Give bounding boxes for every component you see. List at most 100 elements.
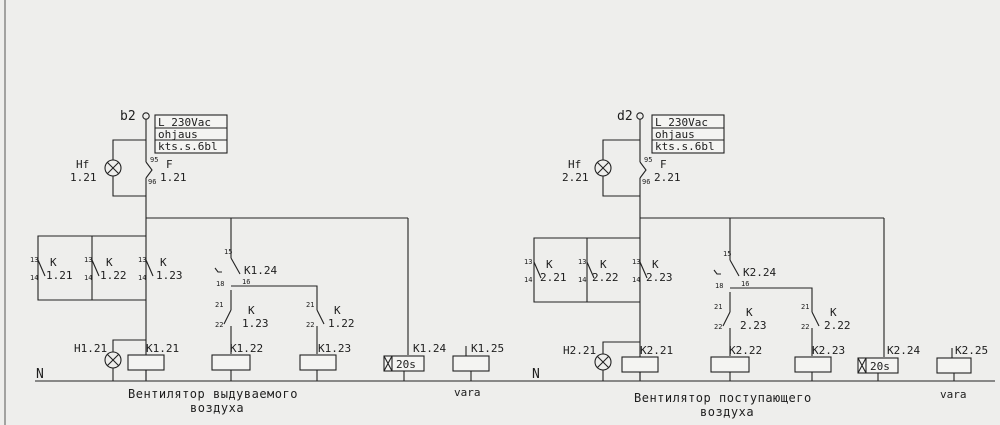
left-timer-coil-label: K1.24 (413, 342, 446, 355)
left-info-line-1: L 230Vac (158, 116, 211, 129)
right-fuse-pin-95: 95 (644, 156, 652, 164)
left-c2-id: 1.22 (100, 269, 127, 282)
left-c1-id: 1.21 (46, 269, 73, 282)
right-coil-3 (794, 356, 832, 373)
left-fuse-pin-95: 95 (150, 156, 158, 164)
left-h-wire-top (112, 339, 146, 352)
left-fuse-symbol (145, 161, 153, 179)
left-fuse-id: 1.21 (160, 171, 187, 184)
left-il1-icon (223, 309, 232, 325)
right-contact-3-icon (639, 261, 648, 279)
right-spare-text: vara (940, 388, 967, 401)
right-caption-line-2: воздуха (700, 405, 754, 419)
left-il1-k: K (248, 304, 255, 317)
left-hf-id: 1.21 (70, 171, 97, 184)
left-timer-delay-icon (214, 267, 222, 273)
right-spare-label: K2.25 (955, 344, 988, 357)
left-il2-id: 1.22 (328, 317, 355, 330)
left-tc-p2: 16 (242, 278, 250, 286)
left-c2-p2: 14 (84, 274, 92, 282)
right-info-line-3: kts.s.6bl (655, 140, 715, 153)
right-h-wire-top (602, 341, 640, 354)
left-hf-name: Hf (76, 158, 89, 171)
right-c1-p1: 13 (524, 258, 532, 266)
right-tc-id: K2.24 (743, 266, 776, 279)
right-caption-line-1: Вентилятор поступающего (634, 391, 812, 405)
right-hf-id: 2.21 (562, 171, 589, 184)
left-fuse-pin-96: 96 (148, 178, 156, 186)
right-spare-coil (936, 357, 972, 374)
left-c3-k: K (160, 256, 167, 269)
right-tc-p1: 15 (723, 250, 731, 258)
right-c1-p2: 14 (524, 276, 532, 284)
left-hf-wire-bottom (112, 176, 146, 197)
left-c3-id: 1.23 (156, 269, 183, 282)
left-c1-p2: 14 (30, 274, 38, 282)
left-il2-k: K (334, 304, 341, 317)
left-caption-line-2: воздуха (190, 401, 244, 415)
right-il2-p1: 21 (801, 303, 809, 311)
left-tc-id: K1.24 (244, 264, 277, 277)
right-fuse-name: F (660, 158, 667, 171)
neutral-label-left: N (36, 367, 44, 382)
right-fuse-id: 2.21 (654, 171, 681, 184)
right-hf-name: Hf (568, 158, 581, 171)
right-circuit: d2 L 230Vac ohjaus kts.s.6bl 95 96 F 2.2… (524, 109, 988, 419)
left-tc-p3: 18 (216, 280, 224, 288)
left-spare-coil (452, 355, 490, 372)
right-c2-p1: 13 (578, 258, 586, 266)
left-coil-3-label: K1.23 (318, 342, 351, 355)
right-coil-3-label: K2.23 (812, 344, 845, 357)
right-il1-p2: 22 (714, 323, 722, 331)
left-coil-1-label: K1.21 (146, 342, 179, 355)
left-il2-p2: 22 (306, 321, 314, 329)
left-c1-p1: 13 (30, 256, 38, 264)
left-il2-p1: 21 (306, 301, 314, 309)
left-spare-label: K1.25 (471, 342, 504, 355)
right-timer-coil (857, 357, 899, 374)
right-tc-p3: 18 (715, 282, 723, 290)
left-c1-k: K (50, 256, 57, 269)
right-c2-p2: 14 (578, 276, 586, 284)
left-contact-3-icon (145, 259, 154, 277)
left-tc-p1: 15 (224, 248, 232, 256)
right-c3-id: 2.23 (646, 271, 673, 284)
right-hf-wire-bottom (602, 176, 640, 197)
left-il1-p2: 22 (215, 321, 223, 329)
right-fuse-pin-96: 96 (642, 178, 650, 186)
right-coil-2 (710, 356, 750, 373)
right-hf-wire-top (602, 139, 640, 160)
right-timer-contact-icon (729, 259, 740, 277)
right-il2-p2: 22 (801, 323, 809, 331)
left-supply-id: b2 (120, 109, 136, 124)
right-timer-value: 20s (870, 360, 890, 373)
right-supply-id: d2 (617, 109, 633, 124)
right-coil-2-label: K2.22 (729, 344, 762, 357)
right-timer-coil-label: K2.24 (887, 344, 920, 357)
right-h-lamp-id: H2.21 (563, 344, 596, 357)
left-fuse-name: F (166, 158, 173, 171)
right-c2-k: K (600, 258, 607, 271)
left-circuit: b2 L 230Vac ohjaus kts.s.6bl 95 96 F 1.2… (30, 109, 504, 415)
left-il1-p1: 21 (215, 301, 223, 309)
right-branch-wire (730, 287, 813, 300)
right-c3-p2: 14 (632, 276, 640, 284)
right-c1-k: K (546, 258, 553, 271)
right-il2-id: 2.22 (824, 319, 851, 332)
left-info-box: L 230Vac ohjaus kts.s.6bl (154, 114, 228, 154)
neutral-label-right: N (532, 367, 540, 382)
right-il2-k: K (830, 306, 837, 319)
left-info-line-2: ohjaus (158, 128, 198, 141)
left-caption-line-1: Вентилятор выдуваемого (128, 387, 298, 401)
left-coil-3 (299, 354, 337, 371)
left-hf-wire-top (112, 139, 146, 160)
left-c3-p2: 14 (138, 274, 146, 282)
right-il1-p1: 21 (714, 303, 722, 311)
left-coil-2-label: K1.22 (230, 342, 263, 355)
right-il1-id: 2.23 (740, 319, 767, 332)
right-contact-2-icon (586, 261, 595, 279)
left-coil-2 (211, 354, 251, 371)
right-info-line-1: L 230Vac (655, 116, 708, 129)
left-contact-1-icon (37, 259, 46, 277)
